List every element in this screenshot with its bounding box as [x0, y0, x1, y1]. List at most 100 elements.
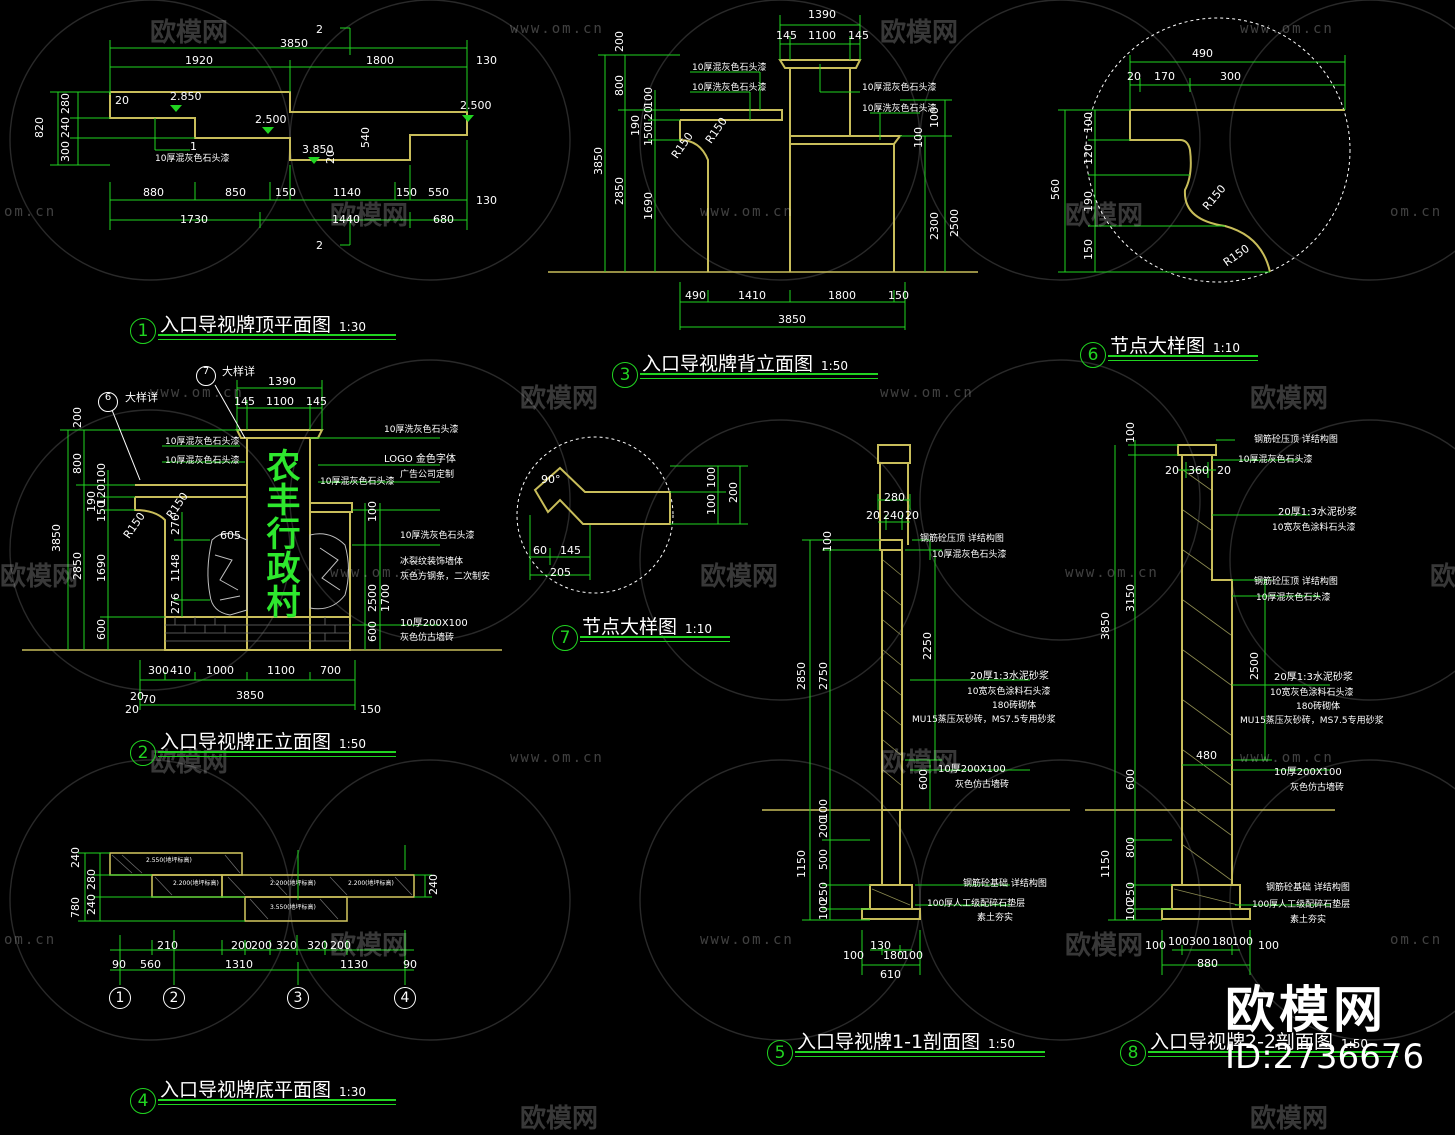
- dim-label: 2500: [1248, 652, 1261, 680]
- annotation: MU15蒸压灰砂砖，MS7.5专用砂浆: [912, 715, 1056, 725]
- dim-label: 600: [917, 769, 930, 790]
- dim-label: 800: [71, 453, 84, 474]
- dim-label: 3850: [778, 313, 806, 326]
- dim-label: 20: [324, 150, 337, 164]
- annotation: 10厚混灰色石头漆: [165, 456, 240, 466]
- dim-label: 490: [1192, 47, 1213, 60]
- watermark-url: www.om.cn: [510, 21, 604, 37]
- annotation: 2.550(地坪标高): [146, 857, 192, 864]
- dim-label: 1100: [266, 395, 294, 408]
- drawing-number-badge: 6: [1080, 342, 1106, 368]
- grid-axis-marker: 1: [109, 987, 131, 1009]
- annotation: 10宽灰色涂料石头漆: [967, 687, 1051, 697]
- dim-label: 500: [817, 849, 830, 870]
- dim-label: 145: [306, 395, 327, 408]
- drawing-5-section-1-1: [762, 444, 1070, 975]
- watermark-logo: 欧模网: [700, 562, 779, 592]
- watermark-logo: 欧模网: [520, 384, 599, 414]
- dim-label: 3850: [592, 147, 605, 175]
- title-text: 入口导视牌底平面图: [160, 1079, 332, 1101]
- dim-label: 90: [403, 958, 417, 971]
- dim-label: 145: [848, 29, 869, 42]
- watermark-logo: 欧模网: [1250, 1104, 1329, 1134]
- annotation: 灰色仿古墙砖: [400, 633, 455, 643]
- dim-label: 820: [33, 117, 46, 138]
- dim-label: 150: [642, 125, 655, 146]
- annotation: 素土夯实: [1290, 915, 1327, 925]
- dim-label: 1140: [333, 186, 361, 199]
- dim-label: 3.850: [302, 143, 334, 156]
- annotation: 10厚混灰色石头漆: [165, 437, 240, 447]
- dim-label: 1100: [267, 664, 295, 677]
- watermark-url: www.om.cn: [330, 565, 424, 581]
- dim-label: 100: [1124, 900, 1137, 921]
- dim-label: 240: [69, 847, 82, 868]
- dim-label: 130: [476, 194, 497, 207]
- dim-label: 600: [366, 621, 379, 642]
- dim-label: 280: [59, 93, 72, 114]
- annotation: 10宽灰色涂料石头漆: [1272, 523, 1356, 533]
- watermark-logo: 欧模网: [0, 562, 79, 592]
- dim-label: 200: [613, 31, 626, 52]
- dim-label: 20: [866, 509, 880, 522]
- annotation: 10厚混灰色石头漆: [1238, 455, 1313, 465]
- dim-label: 2.500: [460, 99, 492, 112]
- title-underline: [640, 373, 878, 379]
- watermark-logo: 欧模网: [1250, 384, 1329, 414]
- detail-callout: 7: [196, 366, 216, 386]
- dim-label: 1410: [738, 289, 766, 302]
- dim-label: 130: [476, 54, 497, 67]
- dim-label: 2500: [366, 584, 379, 612]
- dim-label: 550: [428, 186, 449, 199]
- dim-label: 600: [95, 619, 108, 640]
- watermark-url: om.cn: [1390, 932, 1443, 948]
- dim-label: 130: [870, 939, 891, 952]
- dim-label: 1000: [206, 664, 234, 677]
- dim-label: 3850: [1099, 612, 1112, 640]
- annotation: 10厚洗灰色石头漆: [692, 83, 767, 93]
- watermark-logo: 欧模网: [880, 18, 959, 48]
- drawing-number-badge: 5: [767, 1040, 793, 1066]
- dim-label: 300: [1220, 70, 1241, 83]
- watermark-url: www.om.cn: [700, 932, 794, 948]
- annotation: 钢筋砼基础 详结构图: [963, 879, 1047, 889]
- title-scale: 1:50: [988, 1037, 1015, 1051]
- dim-label: 700: [320, 664, 341, 677]
- title-scale: 1:50: [339, 737, 366, 751]
- dim-label: 150: [396, 186, 417, 199]
- dim-label: 240: [427, 874, 440, 895]
- dim-label: 1390: [808, 8, 836, 21]
- dim-label: 200: [251, 939, 272, 952]
- title-underline: [795, 1051, 1045, 1057]
- dim-label: 800: [1124, 837, 1137, 858]
- dim-label: 1440: [332, 213, 360, 226]
- watermark-logo: 欧模网: [330, 201, 409, 231]
- dim-label: 20: [130, 690, 144, 703]
- dim-label: 100: [821, 531, 834, 552]
- dim-label: 20: [1127, 70, 1141, 83]
- dim-label: 540: [359, 127, 372, 148]
- dim-label: 560: [1049, 179, 1062, 200]
- dim-label: 100: [366, 501, 379, 522]
- drawing-number-badge: 1: [130, 318, 156, 344]
- dim-label: 100: [705, 494, 718, 515]
- watermark-url: om.cn: [4, 932, 57, 948]
- dim-label: 2300: [928, 212, 941, 240]
- dim-label: 1920: [185, 54, 213, 67]
- dim-label: 20: [125, 703, 139, 716]
- drawing-number-badge: 8: [1120, 1040, 1146, 1066]
- dim-label: 150: [888, 289, 909, 302]
- title-underline: [1108, 355, 1258, 361]
- dim-label: 2850: [613, 177, 626, 205]
- dim-label: 100: [1258, 939, 1279, 952]
- dim-label: 1730: [180, 213, 208, 226]
- dim-label: 1100: [808, 29, 836, 42]
- watermark-url: om.cn: [4, 204, 57, 220]
- dim-label: 800: [613, 75, 626, 96]
- dim-label: 2: [316, 239, 323, 252]
